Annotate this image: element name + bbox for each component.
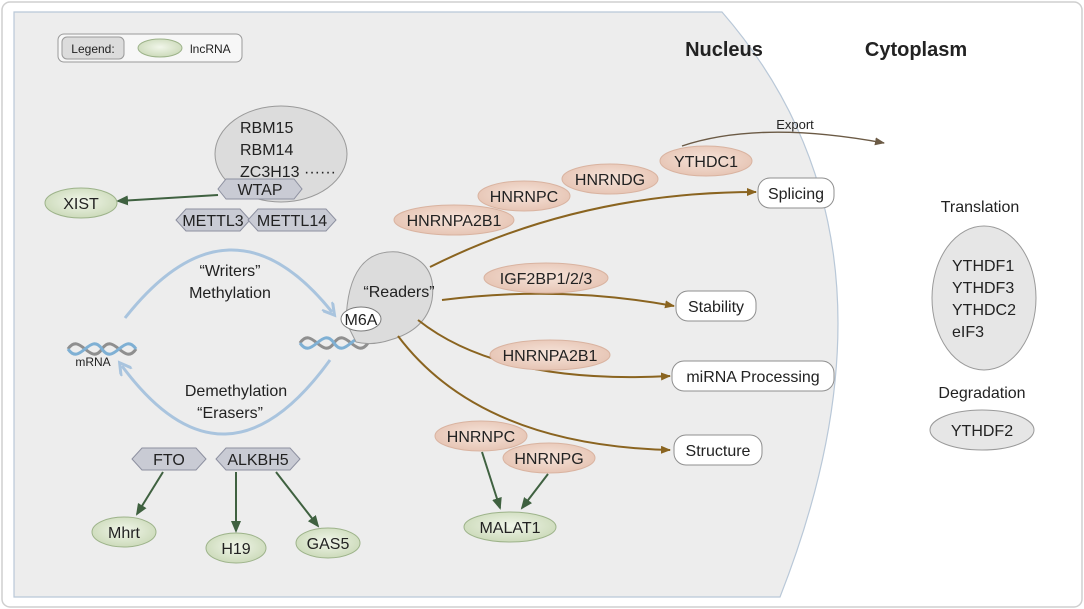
malat1-label: MALAT1 <box>479 520 540 537</box>
translation-blob <box>931 225 1037 371</box>
mirna-label: miRNA Processing <box>686 369 819 386</box>
methylation-label: Methylation <box>189 285 271 302</box>
methylation-arc <box>123 248 332 319</box>
hnrndg-label: HNRNDG <box>575 172 645 189</box>
legend-lncrna-swatch <box>137 38 183 58</box>
xist-label: XIST <box>63 196 99 213</box>
hnrnpc-top-label: HNRNPC <box>490 189 558 206</box>
splicing-label: Splicing <box>768 186 824 203</box>
degradation-title: Degradation <box>938 385 1025 402</box>
h19-label: H19 <box>221 541 250 558</box>
writer-protein-blob <box>214 105 348 203</box>
m6a-label: M6A <box>345 312 378 329</box>
readers-label: “Readers” <box>363 284 434 301</box>
m6a-mark <box>340 306 382 332</box>
hnrnpc-bottom-protein <box>434 420 528 452</box>
alkbh5-hexagon <box>215 447 301 471</box>
writer-protein-zc3h13: ZC3H13 ······ <box>240 164 336 181</box>
gas5-lncrna <box>295 527 361 559</box>
hnrnpg-label: HNRNPG <box>514 451 583 468</box>
fto-label: FTO <box>153 452 185 469</box>
writer-complex: RBM15 RBM14 ZC3H13 ······ WTAP METTL3 ME… <box>175 105 348 232</box>
translation-title: Translation <box>941 199 1020 216</box>
mrna-left-icon <box>66 342 138 356</box>
structure-label: Structure <box>686 443 751 460</box>
degradation-blob <box>929 409 1035 451</box>
hnrnpc-to-malat1-arrow <box>481 451 502 510</box>
demethylation-label: Demethylation <box>185 383 287 400</box>
erasers-label: “Erasers” <box>197 405 263 422</box>
hnrnpg-protein <box>502 442 596 474</box>
alkbh5-to-gas5-arrow <box>275 471 320 528</box>
hnrnpa2b1-mid-label: HNRNPA2B1 <box>503 348 598 365</box>
h19-lncrna <box>205 532 267 564</box>
mettl3-hexagon <box>175 208 251 232</box>
arrow-to-splicing <box>429 188 757 268</box>
translation-ythdc2: YTHDC2 <box>952 302 1016 319</box>
stability-box <box>675 290 757 322</box>
writer-protein-rbm15: RBM15 <box>240 120 293 137</box>
gas5-label: GAS5 <box>307 536 350 553</box>
mhrt-label: Mhrt <box>108 525 141 542</box>
arrow-to-stability <box>441 292 675 309</box>
wtap-to-xist-arrow <box>116 194 219 206</box>
ythdc1-protein <box>659 145 753 177</box>
hnrnpc-bottom-label: HNRNPC <box>447 429 515 446</box>
mhrt-lncrna <box>91 516 157 548</box>
demethylation-arc <box>122 359 332 436</box>
arrow-to-structure <box>397 335 671 454</box>
writer-protein-rbm14: RBM14 <box>240 142 293 159</box>
translation-eif3: eIF3 <box>952 324 984 341</box>
hnrndg-protein <box>561 163 659 195</box>
igf2bp-protein <box>483 262 609 294</box>
wtap-hexagon <box>217 178 303 200</box>
degradation-ythdf2: YTHDF2 <box>951 423 1013 440</box>
nucleus-label: Nucleus <box>685 39 763 61</box>
structure-box <box>673 434 763 466</box>
xist-lncrna <box>44 187 118 219</box>
fto-to-mhrt-arrow <box>135 471 164 516</box>
hnrnpa2b1-top-label: HNRNPA2B1 <box>407 213 502 230</box>
writers-label: “Writers” <box>199 263 260 280</box>
mettl3-label: METTL3 <box>182 213 243 230</box>
mrna-label: mRNA <box>75 355 110 369</box>
export-arrow <box>681 131 885 147</box>
cytoplasm-label: Cytoplasm <box>865 39 967 61</box>
stability-label: Stability <box>688 299 744 316</box>
mettl14-label: METTL14 <box>257 213 327 230</box>
ythdc1-label: YTHDC1 <box>674 154 738 171</box>
hnrnpa2b1-top-protein <box>393 204 515 236</box>
legend-title-box <box>61 36 125 60</box>
hnrnpa2b1-mid-protein <box>489 339 611 371</box>
export-label: Export <box>776 117 814 132</box>
igf2bp-label: IGF2BP1/2/3 <box>500 271 593 288</box>
mirna-box <box>671 360 835 392</box>
alkbh5-label: ALKBH5 <box>227 452 288 469</box>
wtap-label: WTAP <box>237 182 282 199</box>
fto-hexagon <box>131 447 207 471</box>
legend-lncrna-label: lncRNA <box>190 42 231 56</box>
mettl14-hexagon <box>247 208 337 232</box>
legend: Legend: lncRNA <box>57 33 243 63</box>
translation-ythdf1: YTHDF1 <box>952 258 1014 275</box>
legend-title: Legend: <box>71 42 114 56</box>
splicing-box <box>757 177 835 209</box>
hnrnpc-top-protein <box>477 180 571 212</box>
hnrnpg-to-malat1-arrow <box>520 473 549 510</box>
malat1-lncrna <box>463 511 557 543</box>
translation-ythdf3: YTHDF3 <box>952 280 1014 297</box>
